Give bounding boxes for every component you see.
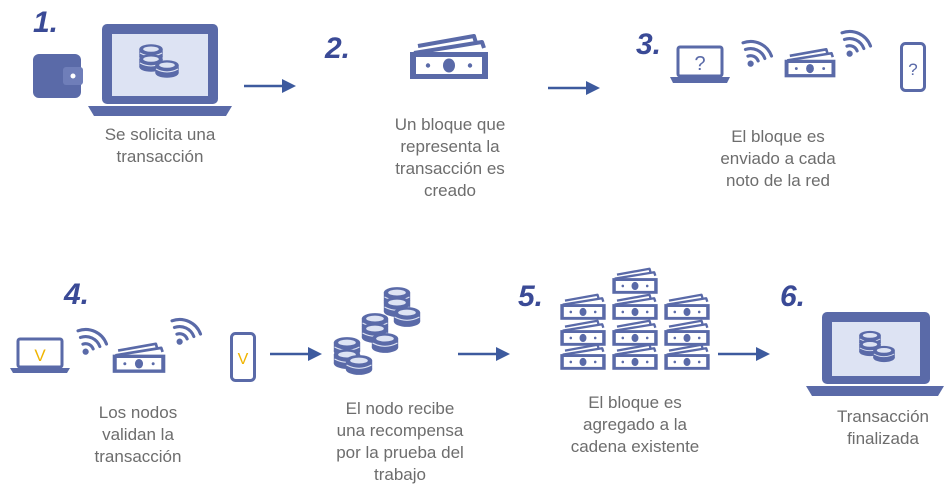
- caption-line: Los nodos: [98, 403, 178, 422]
- caption-line: finalizada: [847, 429, 919, 448]
- reward-caption: El nodo recibe una recompensa por la pru…: [300, 398, 500, 486]
- arrow-right-icon: [548, 80, 600, 96]
- step-5-number: 5.: [518, 280, 544, 313]
- wifi-icon: [837, 23, 874, 60]
- laptop-icon: V: [10, 337, 70, 373]
- check-glyph: V: [34, 346, 46, 365]
- arrow-right-icon: [270, 346, 322, 362]
- caption-line: representa la: [400, 137, 500, 156]
- blockchain-icon: [559, 267, 711, 371]
- coins-icon: [333, 286, 421, 376]
- step-4-number: 4.: [64, 278, 90, 311]
- arrow-right-icon: [244, 78, 296, 94]
- step-2-number: 2.: [325, 32, 351, 65]
- banknote-icon: [783, 47, 837, 79]
- step-1-caption: Se solicita una transacción: [60, 124, 260, 168]
- mobile-icon: ?: [900, 42, 926, 92]
- wallet-icon: [33, 54, 83, 98]
- wifi-icon: [738, 33, 775, 70]
- caption-line: cadena existente: [570, 437, 700, 456]
- step-6-number: 6.: [780, 280, 806, 313]
- laptop-icon: ?: [670, 45, 730, 83]
- mobile-icon: V: [230, 332, 256, 382]
- banknote-icon: [408, 34, 490, 81]
- caption-line: agregado a la: [583, 415, 687, 434]
- step-1-number: 1.: [33, 6, 59, 39]
- caption-line: Transacción: [837, 407, 929, 426]
- step-3-number: 3.: [636, 28, 662, 61]
- question-glyph: ?: [908, 60, 917, 79]
- wifi-icon: [167, 311, 204, 348]
- step-2-caption: Un bloque que representa la transacción …: [350, 114, 550, 202]
- banknote-icon: [111, 342, 167, 375]
- arrow-right-icon: [718, 346, 770, 362]
- caption-line: transacción: [94, 447, 182, 466]
- question-glyph: ?: [694, 53, 705, 75]
- caption-line: transacción es: [395, 159, 505, 178]
- step-5-caption: El bloque es agregado a la cadena existe…: [530, 392, 740, 458]
- caption-line: El nodo recibe: [345, 399, 455, 418]
- check-glyph: V: [238, 351, 249, 368]
- caption-line: enviado a cada: [720, 149, 836, 168]
- step-6-caption: Transacción finalizada: [822, 406, 944, 450]
- arrow-right-icon: [458, 346, 510, 362]
- caption-line: trabajo: [374, 465, 426, 484]
- caption-line: creado: [424, 181, 476, 200]
- caption-line: El bloque es: [731, 127, 825, 146]
- step-4-caption: Los nodos validan la transacción: [38, 402, 238, 468]
- caption-line: Un bloque que: [394, 115, 506, 134]
- caption-line: validan la: [102, 425, 174, 444]
- caption-line: El bloque es: [588, 393, 682, 412]
- caption-line: Se solicita una: [104, 125, 216, 144]
- caption-line: por la prueba del: [336, 443, 464, 462]
- caption-line: transacción: [116, 147, 204, 166]
- wifi-icon: [73, 321, 110, 358]
- step-3-caption: El bloque es enviado a cada noto de la r…: [668, 126, 888, 192]
- coins-icon: [138, 43, 180, 79]
- caption-line: noto de la red: [726, 171, 830, 190]
- caption-line: una recompensa: [336, 421, 464, 440]
- coins-icon: [858, 330, 896, 363]
